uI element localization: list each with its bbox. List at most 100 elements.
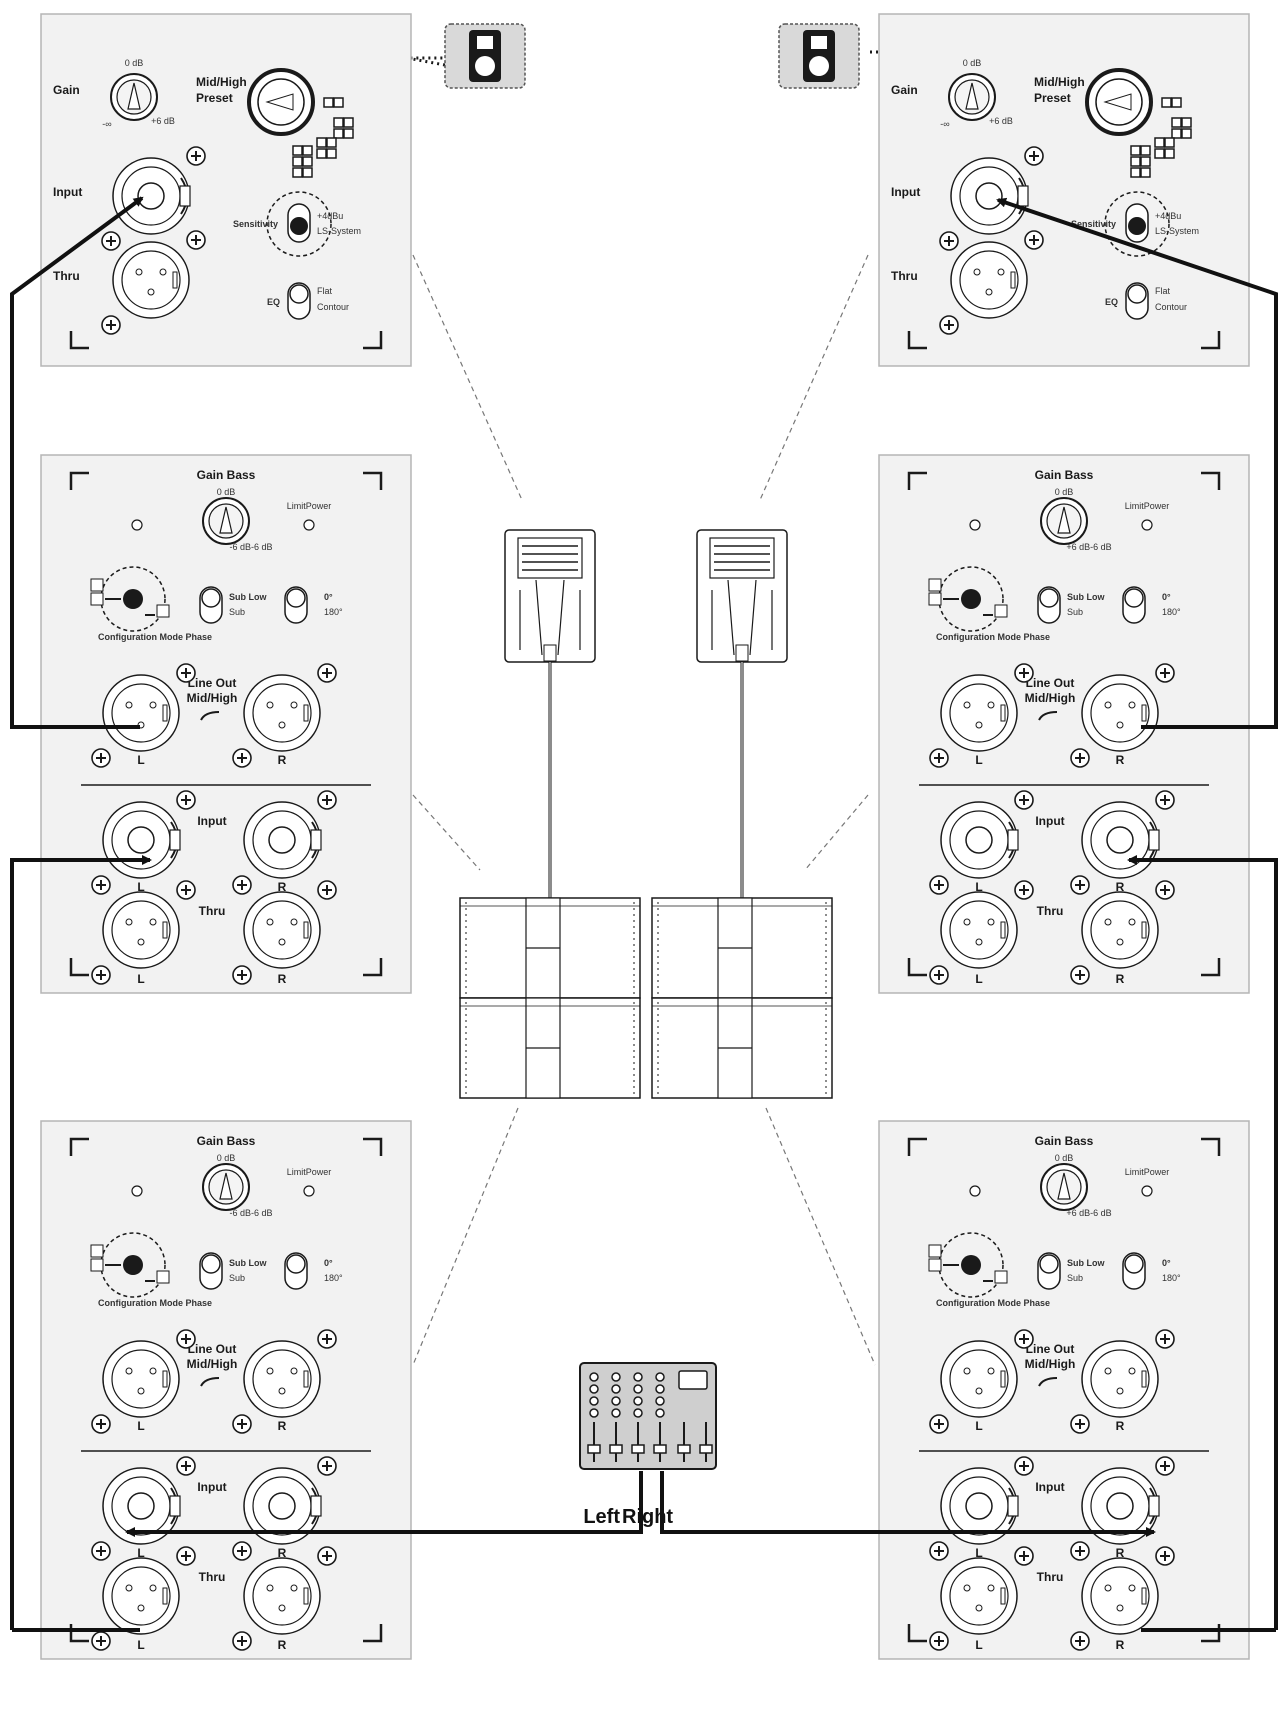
mode-option-1: Sub Low	[229, 592, 267, 602]
sensitivity-option-2: LS-System	[1155, 226, 1199, 236]
mode-switch[interactable]	[1037, 586, 1061, 624]
phase-switch[interactable]	[1122, 586, 1146, 624]
screw-icon	[1070, 1414, 1090, 1434]
thru-l-connector[interactable]	[929, 880, 1034, 985]
speaker-badge-right	[778, 23, 860, 89]
preset-selector[interactable]	[1085, 68, 1153, 136]
input-r-connector[interactable]	[232, 790, 337, 895]
gain-bass-top: 0 dB	[217, 1153, 236, 1163]
preset-config-icon	[1171, 117, 1192, 139]
dashed-guide-line	[412, 794, 481, 871]
preset-selector[interactable]	[247, 68, 315, 136]
mode-option-1: Sub Low	[1067, 1258, 1105, 1268]
configuration-selector[interactable]	[90, 566, 170, 632]
line-out-l-label: L	[137, 1419, 144, 1433]
line-out-label-2: Mid/High	[1025, 691, 1076, 705]
gain-knob[interactable]	[948, 73, 996, 121]
gain-bass-knob[interactable]	[1040, 1163, 1088, 1211]
panel-background	[40, 13, 412, 367]
thru-r-connector[interactable]	[1070, 880, 1175, 985]
screw-icon	[176, 1456, 196, 1476]
sensitivity-switch[interactable]	[266, 191, 332, 257]
gain-knob[interactable]	[110, 73, 158, 121]
preset-config-icon	[292, 145, 313, 178]
eq-switch[interactable]	[1125, 282, 1149, 320]
mode-switch[interactable]	[199, 1252, 223, 1290]
line-out-mark	[1038, 1377, 1058, 1387]
input-connector[interactable]	[939, 146, 1044, 251]
speaker-icon	[803, 30, 835, 82]
input-r-label: R	[278, 880, 287, 894]
gain-bass-range: -6 dB-6 dB	[229, 1208, 272, 1218]
mode-switch[interactable]	[1037, 1252, 1061, 1290]
thru-r-connector[interactable]	[232, 1546, 337, 1651]
gain-bass-knob[interactable]	[202, 1163, 250, 1211]
mode-option-2: Sub	[1067, 607, 1083, 617]
subwoofer-cabinet-2	[651, 997, 833, 1099]
configuration-selector[interactable]	[928, 1232, 1008, 1298]
input-connector[interactable]	[101, 146, 206, 251]
input-r-connector[interactable]	[232, 1456, 337, 1561]
mixer-right-label: Right	[622, 1506, 673, 1528]
gain-bass-top: 0 dB	[217, 487, 236, 497]
line-out-l-connector[interactable]	[929, 1329, 1034, 1434]
input-l-connector[interactable]	[929, 1456, 1034, 1561]
configuration-selector[interactable]	[928, 566, 1008, 632]
gain-bass-knob[interactable]	[202, 497, 250, 545]
thru-r-label: R	[278, 1638, 287, 1652]
phase-switch[interactable]	[284, 586, 308, 624]
input-label: Input	[1035, 814, 1064, 828]
input-r-connector[interactable]	[1070, 790, 1175, 895]
input-r-label: R	[278, 1546, 287, 1560]
eq-label: EQ	[267, 297, 280, 307]
screw-icon	[232, 875, 252, 895]
mode-switch[interactable]	[199, 586, 223, 624]
thru-l-connector[interactable]	[929, 1546, 1034, 1651]
line-out-l-connector[interactable]	[91, 1329, 196, 1434]
configuration-selector[interactable]	[90, 1232, 170, 1298]
line-out-r-connector[interactable]	[1070, 1329, 1175, 1434]
thru-r-connector[interactable]	[232, 880, 337, 985]
eq-switch[interactable]	[287, 282, 311, 320]
thru-l-connector[interactable]	[91, 1546, 196, 1651]
corner-mark	[363, 958, 383, 977]
gain-bass-knob[interactable]	[1040, 497, 1088, 545]
line-out-l-label: L	[975, 753, 982, 767]
screw-icon	[929, 1541, 949, 1561]
input-l-connector[interactable]	[929, 790, 1034, 895]
line-out-r-connector[interactable]	[1070, 663, 1175, 768]
gain-min-label: -∞	[940, 119, 949, 129]
screw-icon	[317, 1329, 337, 1349]
phase-switch[interactable]	[1122, 1252, 1146, 1290]
line-out-l-connector[interactable]	[929, 663, 1034, 768]
sensitivity-switch[interactable]	[1104, 191, 1170, 257]
corner-mark	[363, 1137, 383, 1156]
configuration-mode-phase-label: Configuration Mode Phase	[98, 1298, 212, 1308]
thru-connector[interactable]	[939, 230, 1044, 335]
thru-l-connector[interactable]	[91, 880, 196, 985]
limit-power-label: LimitPower	[1125, 501, 1170, 511]
screw-icon	[91, 1631, 111, 1651]
line-out-r-connector[interactable]	[232, 663, 337, 768]
thru-label: Thru	[53, 269, 80, 283]
screw-icon	[91, 1414, 111, 1434]
phase-switch[interactable]	[284, 1252, 308, 1290]
signal-cable-5	[125, 1471, 643, 1537]
subwoofer-cabinet-1	[651, 897, 833, 999]
screw-icon	[1024, 146, 1044, 166]
line-out-l-connector[interactable]	[91, 663, 196, 768]
input-l-connector[interactable]	[91, 1456, 196, 1561]
preset-label-2: Preset	[1034, 91, 1071, 105]
gain-label: Gain	[53, 83, 80, 97]
input-l-label: L	[975, 880, 982, 894]
line-out-r-connector[interactable]	[232, 1329, 337, 1434]
mode-option-2: Sub	[229, 1273, 245, 1283]
input-r-connector[interactable]	[1070, 1456, 1175, 1561]
mode-option-2: Sub	[229, 607, 245, 617]
thru-connector[interactable]	[101, 230, 206, 335]
thru-r-connector[interactable]	[1070, 1546, 1175, 1651]
sensitivity-label: Sensitivity	[233, 219, 278, 229]
corner-mark	[69, 1137, 89, 1156]
